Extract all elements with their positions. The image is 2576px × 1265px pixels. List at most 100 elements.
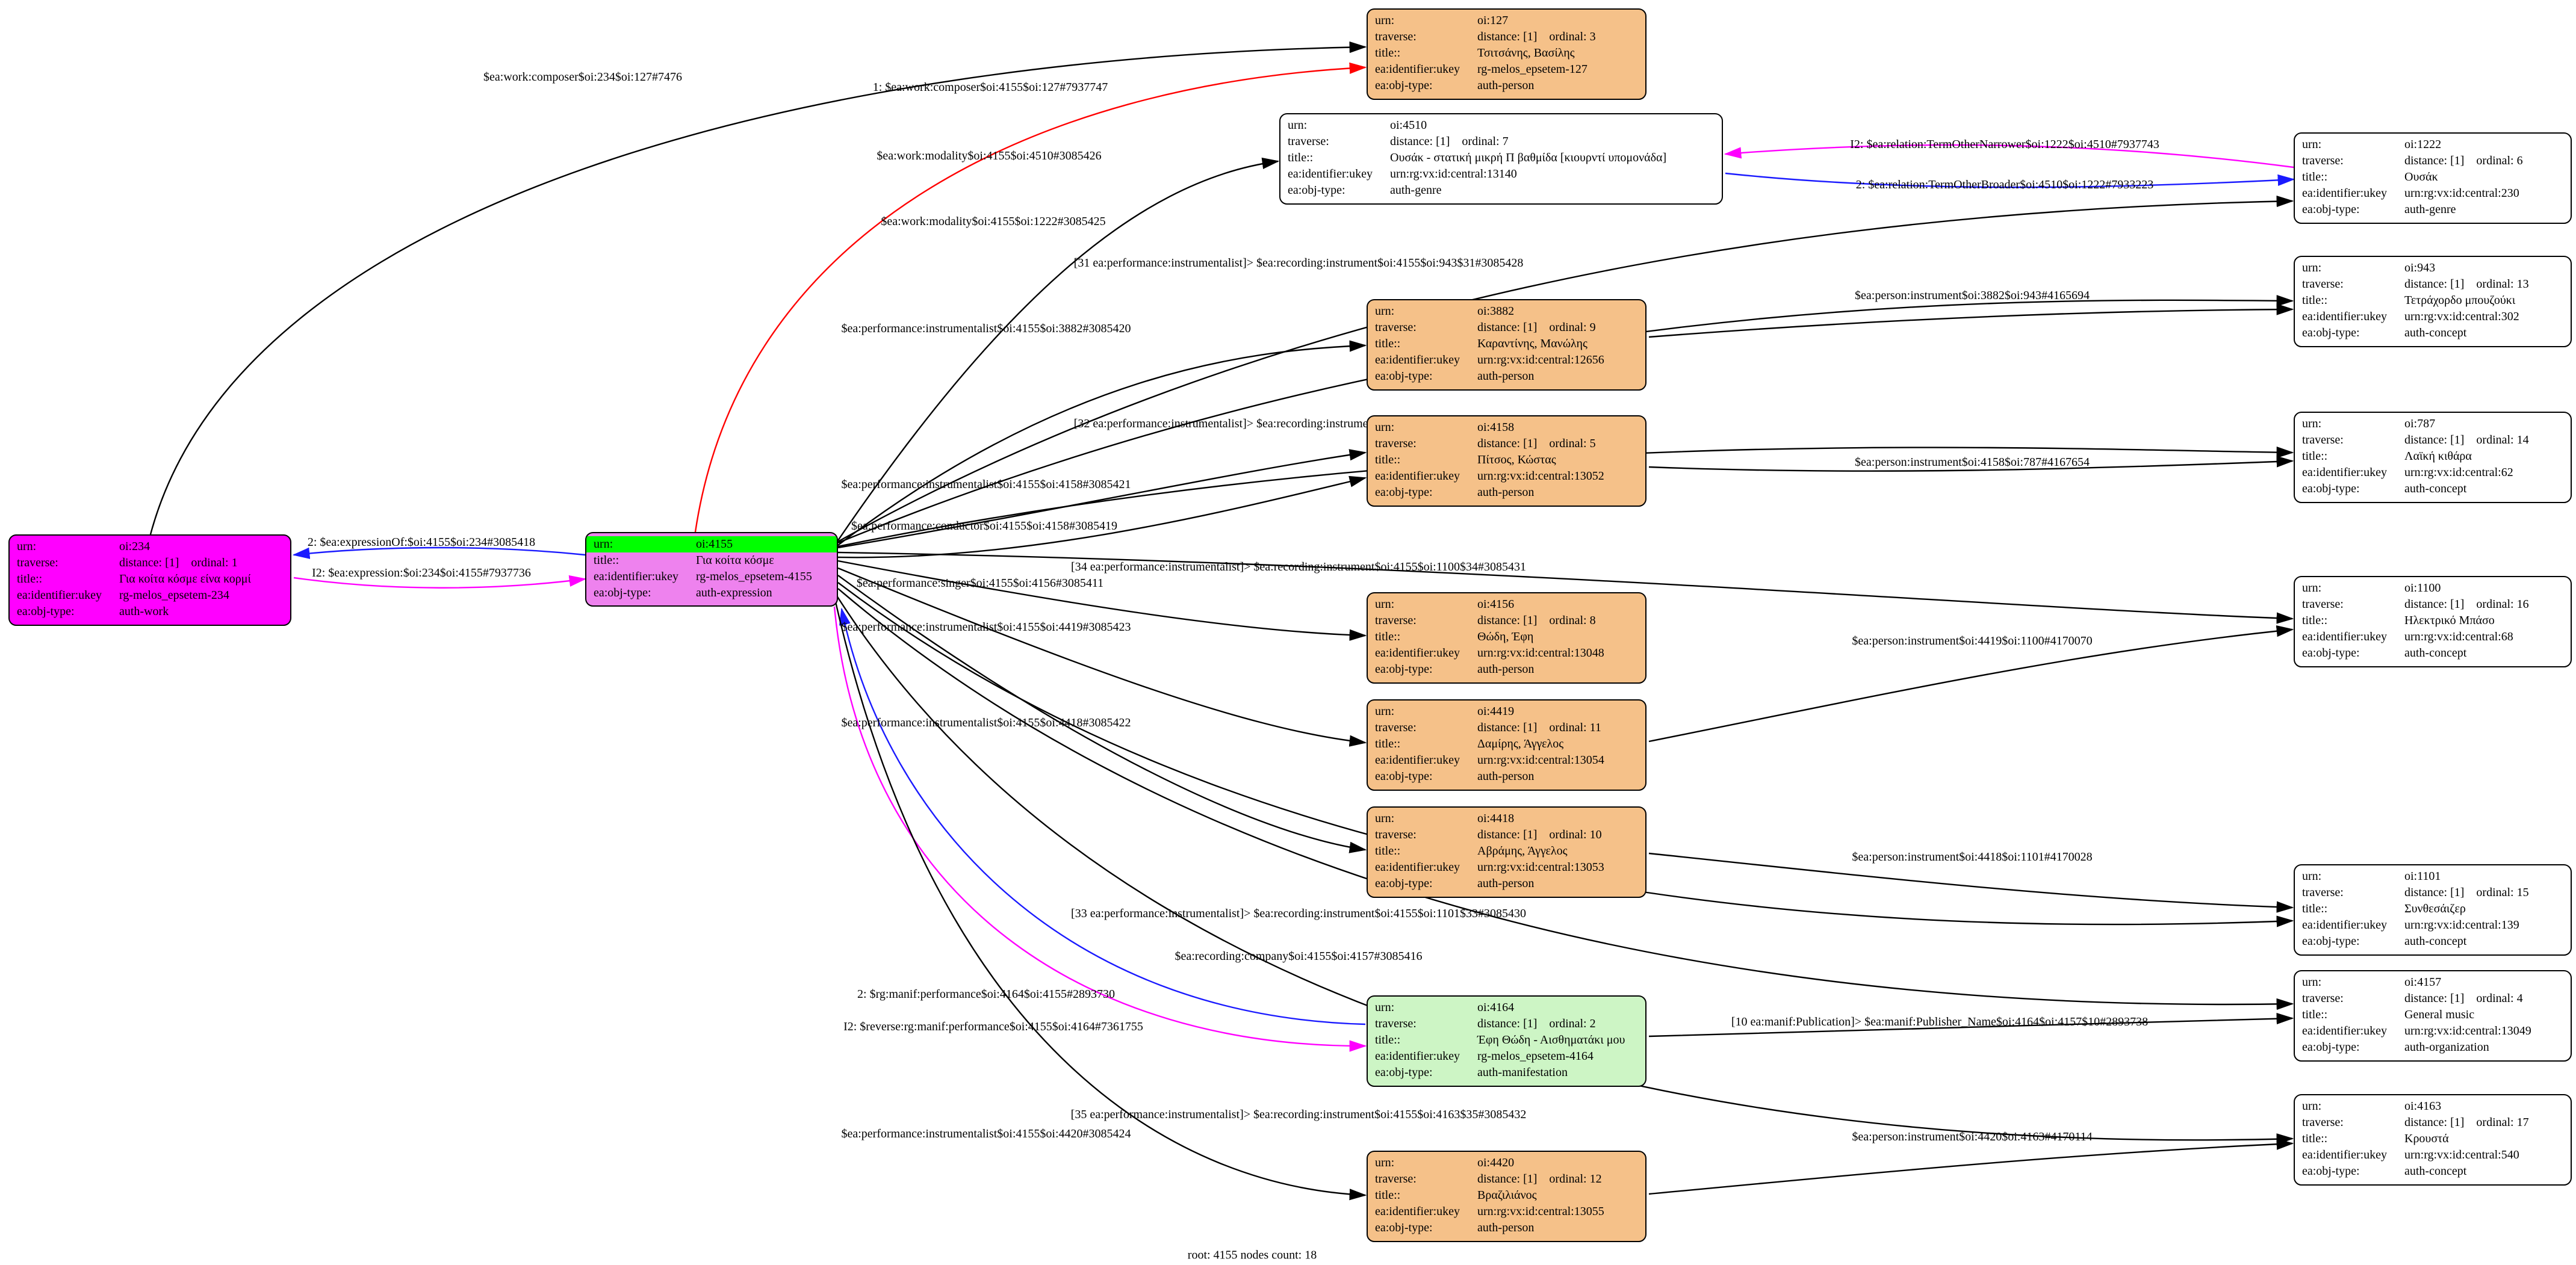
field-value: oi:4418 xyxy=(1477,812,1515,825)
field-value: distance: [1] ordinal: 1 xyxy=(119,556,238,569)
field-key: urn: xyxy=(1375,705,1395,718)
field-key: ea:identifier:ukey xyxy=(2302,630,2388,643)
field-key: ea:identifier:ukey xyxy=(1375,469,1460,483)
field-value: Για κοίτα κόσμε είνα κορμί xyxy=(119,572,251,586)
node-oi-4418-row-1: traverse:distance: [1] ordinal: 10 xyxy=(1368,827,1645,843)
field-key: title:: xyxy=(1375,1189,1401,1202)
edge-recording-instrument-4155-1100 xyxy=(837,551,2294,624)
node-oi-1222-row-0: urn:oi:1222 xyxy=(2295,137,2571,153)
field-key: ea:obj-type: xyxy=(1375,486,1433,499)
field-key: urn: xyxy=(2302,417,2322,430)
edge-work-composer-234-127 xyxy=(149,41,1367,535)
node-oi-1100-row-0: urn: oi:1100 xyxy=(2295,580,2571,596)
field-value: oi:4420 xyxy=(1477,1156,1515,1169)
field-value: Συνθεσάιζερ xyxy=(2404,902,2466,915)
field-key: traverse: xyxy=(1375,721,1417,734)
field-key: traverse: xyxy=(1375,828,1417,841)
field-value: distance: [1] ordinal: 9 xyxy=(1477,321,1596,334)
node-oi-4419-row-2: title::Δαμίρης, Άγγελος xyxy=(1368,736,1645,752)
field-value: oi:4510 xyxy=(1390,119,1427,132)
field-value: auth-concept xyxy=(2404,646,2467,660)
field-key: ea:identifier:ukey xyxy=(1375,353,1460,367)
field-key: ea:obj-type: xyxy=(1375,770,1433,783)
field-value: auth-expression xyxy=(696,586,772,599)
edge-person-instrument-4420-4163 xyxy=(1648,1138,2294,1195)
node-oi-127-row-2: title::Τσιτσάνης, Βασίλης xyxy=(1368,45,1645,61)
field-value: Έφη Θώδη - Αισθηματάκι μου xyxy=(1477,1033,1625,1047)
field-value: rg-melos_epsetem-234 xyxy=(119,589,229,602)
field-key: ea:identifier:ukey xyxy=(594,570,679,583)
node-oi-1222-row-4: ea:obj-type:auth-genre xyxy=(2295,202,2571,218)
field-value: auth-person xyxy=(1477,770,1535,783)
node-oi-1100-row-1: traverse:distance: [1] ordinal: 16 xyxy=(2295,596,2571,613)
node-oi-4418-row-2: title::Αβράμης, Άγγελος xyxy=(1368,843,1645,859)
node-oi-4510-row-1: traverse:distance: [1] ordinal: 7 xyxy=(1280,134,1722,150)
node-oi-4158-row-4: ea:obj-type:auth-person xyxy=(1368,484,1645,501)
field-key: traverse: xyxy=(1375,614,1417,627)
field-value: urn:rg:vx:id:central:62 xyxy=(2404,466,2513,479)
field-key: ea:identifier:ukey xyxy=(2302,310,2388,323)
node-oi-1222-row-1: traverse:distance: [1] ordinal: 6 xyxy=(2295,153,2571,169)
field-key: ea:identifier:ukey xyxy=(2302,466,2388,479)
edge-term-other-broader-4510-1222 xyxy=(1725,172,2295,188)
field-value: oi:4419 xyxy=(1477,705,1515,718)
edge-reverse-manif-performance-4155-4164 xyxy=(833,606,1367,1052)
edge-label-person-instrument-4158-787: $ea:person:instrument$oi:4158$oi:787#416… xyxy=(1855,456,2090,469)
edge-recording-company-4155-4157 xyxy=(837,588,2294,1010)
edge-performance-singer-4155-4156 xyxy=(837,560,1367,641)
field-value: oi:1100 xyxy=(2404,581,2441,595)
field-value: auth-person xyxy=(1477,79,1535,92)
node-oi-3882-row-4: ea:obj-type:auth-person xyxy=(1368,368,1645,385)
field-key: traverse: xyxy=(1288,135,1329,148)
field-key: traverse: xyxy=(2302,154,2344,167)
edge-label-performance-instrumentalist-4155-4418: $ea:performance:instrumentalist$oi:4155$… xyxy=(841,716,1131,729)
field-value: Καραντίνης, Μανώλης xyxy=(1477,337,1587,350)
field-value: Τετράχορδο μπουζούκι xyxy=(2404,294,2516,307)
edge-manif-performance-4164-4155 xyxy=(839,607,1366,1025)
node-oi-787-row-1: traverse:distance: [1] ordinal: 14 xyxy=(2295,432,2571,448)
field-value: distance: [1] ordinal: 4 xyxy=(2404,992,2523,1005)
field-value: oi:943 xyxy=(2404,261,2436,274)
node-oi-3882-row-2: title::Καραντίνης, Μανώλης xyxy=(1368,336,1645,352)
node-oi-1101-row-4: ea:obj-type:auth-concept xyxy=(2295,933,2571,950)
field-value: Θώδη, Έφη xyxy=(1477,630,1534,643)
field-key: ea:obj-type: xyxy=(2302,1164,2360,1178)
field-key: urn: xyxy=(17,540,37,553)
edge-label-expression-of-4155-234: 2: $ea:expressionOf:$oi:4155$oi:234#3085… xyxy=(307,536,536,549)
field-key: urn: xyxy=(2302,581,2322,595)
field-value: urn:rg:vx:id:central:139 xyxy=(2404,918,2519,932)
field-key: urn: xyxy=(1375,421,1395,434)
field-value: distance: [1] ordinal: 2 xyxy=(1477,1017,1596,1030)
field-value: urn:rg:vx:id:central:13054 xyxy=(1477,753,1604,767)
field-key: urn: xyxy=(2302,1100,2322,1113)
node-oi-4164-row-4: ea:obj-type:auth-manifestation xyxy=(1368,1065,1645,1081)
edge-label-performance-instrumentalist-4155-4419: $ea:performance:instrumentalist$oi:4155$… xyxy=(841,620,1131,634)
node-oi-1100-row-2: title::Ηλεκτρικό Μπάσο xyxy=(2295,613,2571,629)
node-oi-4163-row-1: traverse:distance: [1] ordinal: 17 xyxy=(2295,1115,2571,1131)
node-oi-4157-row-0: urn:oi:4157 xyxy=(2295,974,2571,991)
field-value: auth-concept xyxy=(2404,1164,2467,1178)
node-oi-4418-row-4: ea:obj-type:auth-person xyxy=(1368,876,1645,892)
field-value: oi:3882 xyxy=(1477,305,1515,318)
field-key: ea:identifier:ukey xyxy=(1375,63,1460,76)
field-key: ea:obj-type: xyxy=(1375,1221,1433,1234)
node-oi-127-row-4: ea:obj-type:auth-person xyxy=(1368,78,1645,94)
field-value: Για κοίτα κόσμε xyxy=(696,554,774,567)
field-key: ea:identifier:ukey xyxy=(1288,167,1373,181)
node-oi-1100-row-4: ea:obj-type:auth-concept xyxy=(2295,645,2571,661)
field-value: Ουσάκ - στατική μικρή Π βαθμίδα [κιουρντ… xyxy=(1390,151,1667,164)
edge-label-expression-234-4155: I2: $ea:expression:$oi:234$oi:4155#79377… xyxy=(312,566,531,580)
edge-term-other-narrower-1222-4510 xyxy=(1724,144,2294,169)
field-key: title:: xyxy=(2302,1132,2328,1145)
field-key: ea:obj-type: xyxy=(2302,203,2360,216)
edge-person-instrument-4419-1100 xyxy=(1648,625,2294,743)
field-value: auth-person xyxy=(1477,877,1535,890)
